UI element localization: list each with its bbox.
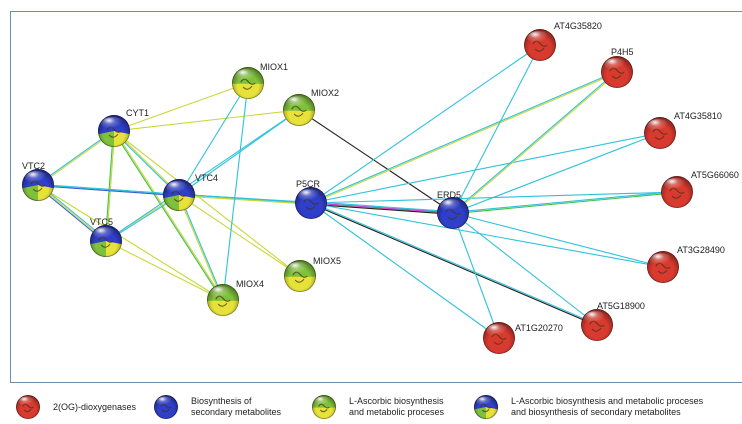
legend-item-ascorbic-and-secondary: L-Ascorbic biosynthesis and metabolic pr… (468, 394, 703, 420)
tricolor-node-icon (473, 394, 499, 420)
legend-item-secondary-metabolites: Biosynthesis of secondary metabolites (148, 394, 281, 420)
edge-P5CR-AT4G35810 (310, 132, 661, 204)
node-at5g66060[interactable]: AT5G66060 (661, 170, 739, 208)
edge-MIOX2-ERD5 (298, 109, 454, 214)
legend-item-ascorbic: L-Ascorbic biosynthesis and metabolic pr… (306, 394, 444, 420)
node-label: P5CR (296, 179, 321, 189)
node-vtc2[interactable]: VTC2 (21, 161, 55, 201)
legend-node-swatch (311, 394, 337, 420)
network-frame (10, 11, 742, 383)
edge-P5CR-ERD5 (310, 201, 454, 215)
edge-ERD5-AT5G18900 (452, 212, 598, 326)
legend-label: L-Ascorbic biosynthesis and metabolic pr… (511, 396, 704, 417)
node-miox5[interactable]: MIOX5 (283, 256, 341, 292)
legend-node-swatch (15, 394, 41, 420)
edge-VTC5-MIOX2 (105, 109, 300, 242)
node-label: AT1G20270 (515, 323, 563, 333)
node-miox4[interactable]: MIOX4 (206, 279, 264, 316)
node-vtc5[interactable]: VTC5 (90, 217, 123, 257)
edge-layer (36, 44, 678, 339)
node-miox2[interactable]: MIOX2 (282, 88, 339, 127)
blue-node-icon (153, 394, 179, 420)
node-label: VTC4 (195, 173, 218, 183)
edge-P5CR-AT1G20270 (310, 202, 500, 339)
node-label: MIOX5 (313, 256, 341, 266)
edge-P5CR-AT4G35820 (310, 44, 541, 204)
edge-ERD5-AT4G35810 (452, 132, 661, 214)
legend-label: Biosynthesis of secondary metabolites (191, 396, 282, 417)
legend-node-swatch (153, 394, 179, 420)
node-label: AT3G28490 (677, 245, 725, 255)
edge-ERD5-P4H5 (452, 71, 618, 214)
node-cyt1[interactable]: CYT1 (98, 108, 149, 148)
edge-P5CR-AT5G18900 (310, 201, 598, 327)
node-label: MIOX1 (260, 62, 288, 72)
node-label: AT5G66060 (691, 170, 739, 180)
green-yellow-node-icon (311, 394, 337, 420)
edge-VTC2-MIOX4 (37, 184, 224, 301)
node-label: ERD5 (437, 190, 461, 200)
edge-ERD5-AT4G35820 (452, 44, 541, 214)
edge-ERD5-AT5G66060 (452, 190, 678, 215)
legend-label: 2(OG)-dioxygenases (53, 401, 137, 412)
legend-node-swatch (473, 394, 499, 420)
edge-VTC5-MIOX4 (105, 240, 224, 301)
legend: 2(OG)-dioxygenases Biosynthesis of secon… (0, 390, 742, 424)
legend-item-dioxygenases: 2(OG)-dioxygenases (10, 394, 136, 420)
node-at1g20270[interactable]: AT1G20270 (482, 321, 563, 354)
edge-VTC4-MIOX4 (177, 194, 225, 301)
edge-CYT1-VTC5 (104, 130, 116, 242)
node-erd5[interactable]: ERD5 (436, 190, 469, 229)
edge-CYT1-MIOX4 (112, 130, 225, 301)
red-node-icon (15, 394, 41, 420)
edge-ERD5-AT3G28490 (452, 212, 664, 268)
edge-P5CR-AT3G28490 (310, 202, 664, 268)
edge-CYT1-MIOX5 (113, 130, 301, 277)
edge-CYT1-MIOX2 (113, 109, 300, 132)
node-label: P4H5 (611, 47, 634, 57)
node-label: AT5G18900 (597, 301, 645, 311)
edge-VTC4-MIOX5 (178, 194, 301, 277)
node-at3g28490[interactable]: AT3G28490 (647, 245, 725, 283)
edge-CYT1-MIOX1 (113, 82, 249, 132)
node-label: CYT1 (126, 108, 149, 118)
edge-ERD5-AT1G20270 (452, 212, 500, 339)
node-at5g18900[interactable]: AT5G18900 (581, 301, 645, 341)
node-p4h5[interactable]: P4H5 (601, 47, 634, 89)
edge-MIOX1-MIOX4 (222, 82, 249, 301)
edge-P5CR-P4H5 (310, 70, 618, 205)
node-miox1[interactable]: MIOX1 (231, 62, 288, 100)
node-label: VTC5 (90, 217, 113, 227)
node-label: AT4G35820 (554, 21, 602, 31)
node-label: MIOX4 (236, 279, 264, 289)
node-p5cr[interactable]: P5CR (294, 179, 327, 219)
node-label: MIOX2 (311, 88, 339, 98)
node-label: AT4G35810 (674, 111, 722, 121)
node-at4g35820[interactable]: AT4G35820 (524, 21, 602, 62)
edge-VTC4-MIOX1 (178, 82, 249, 196)
node-at4g35810[interactable]: AT4G35810 (644, 111, 722, 150)
node-label: VTC2 (22, 161, 45, 171)
legend-label: L-Ascorbic biosynthesis and metabolic pr… (349, 396, 445, 417)
